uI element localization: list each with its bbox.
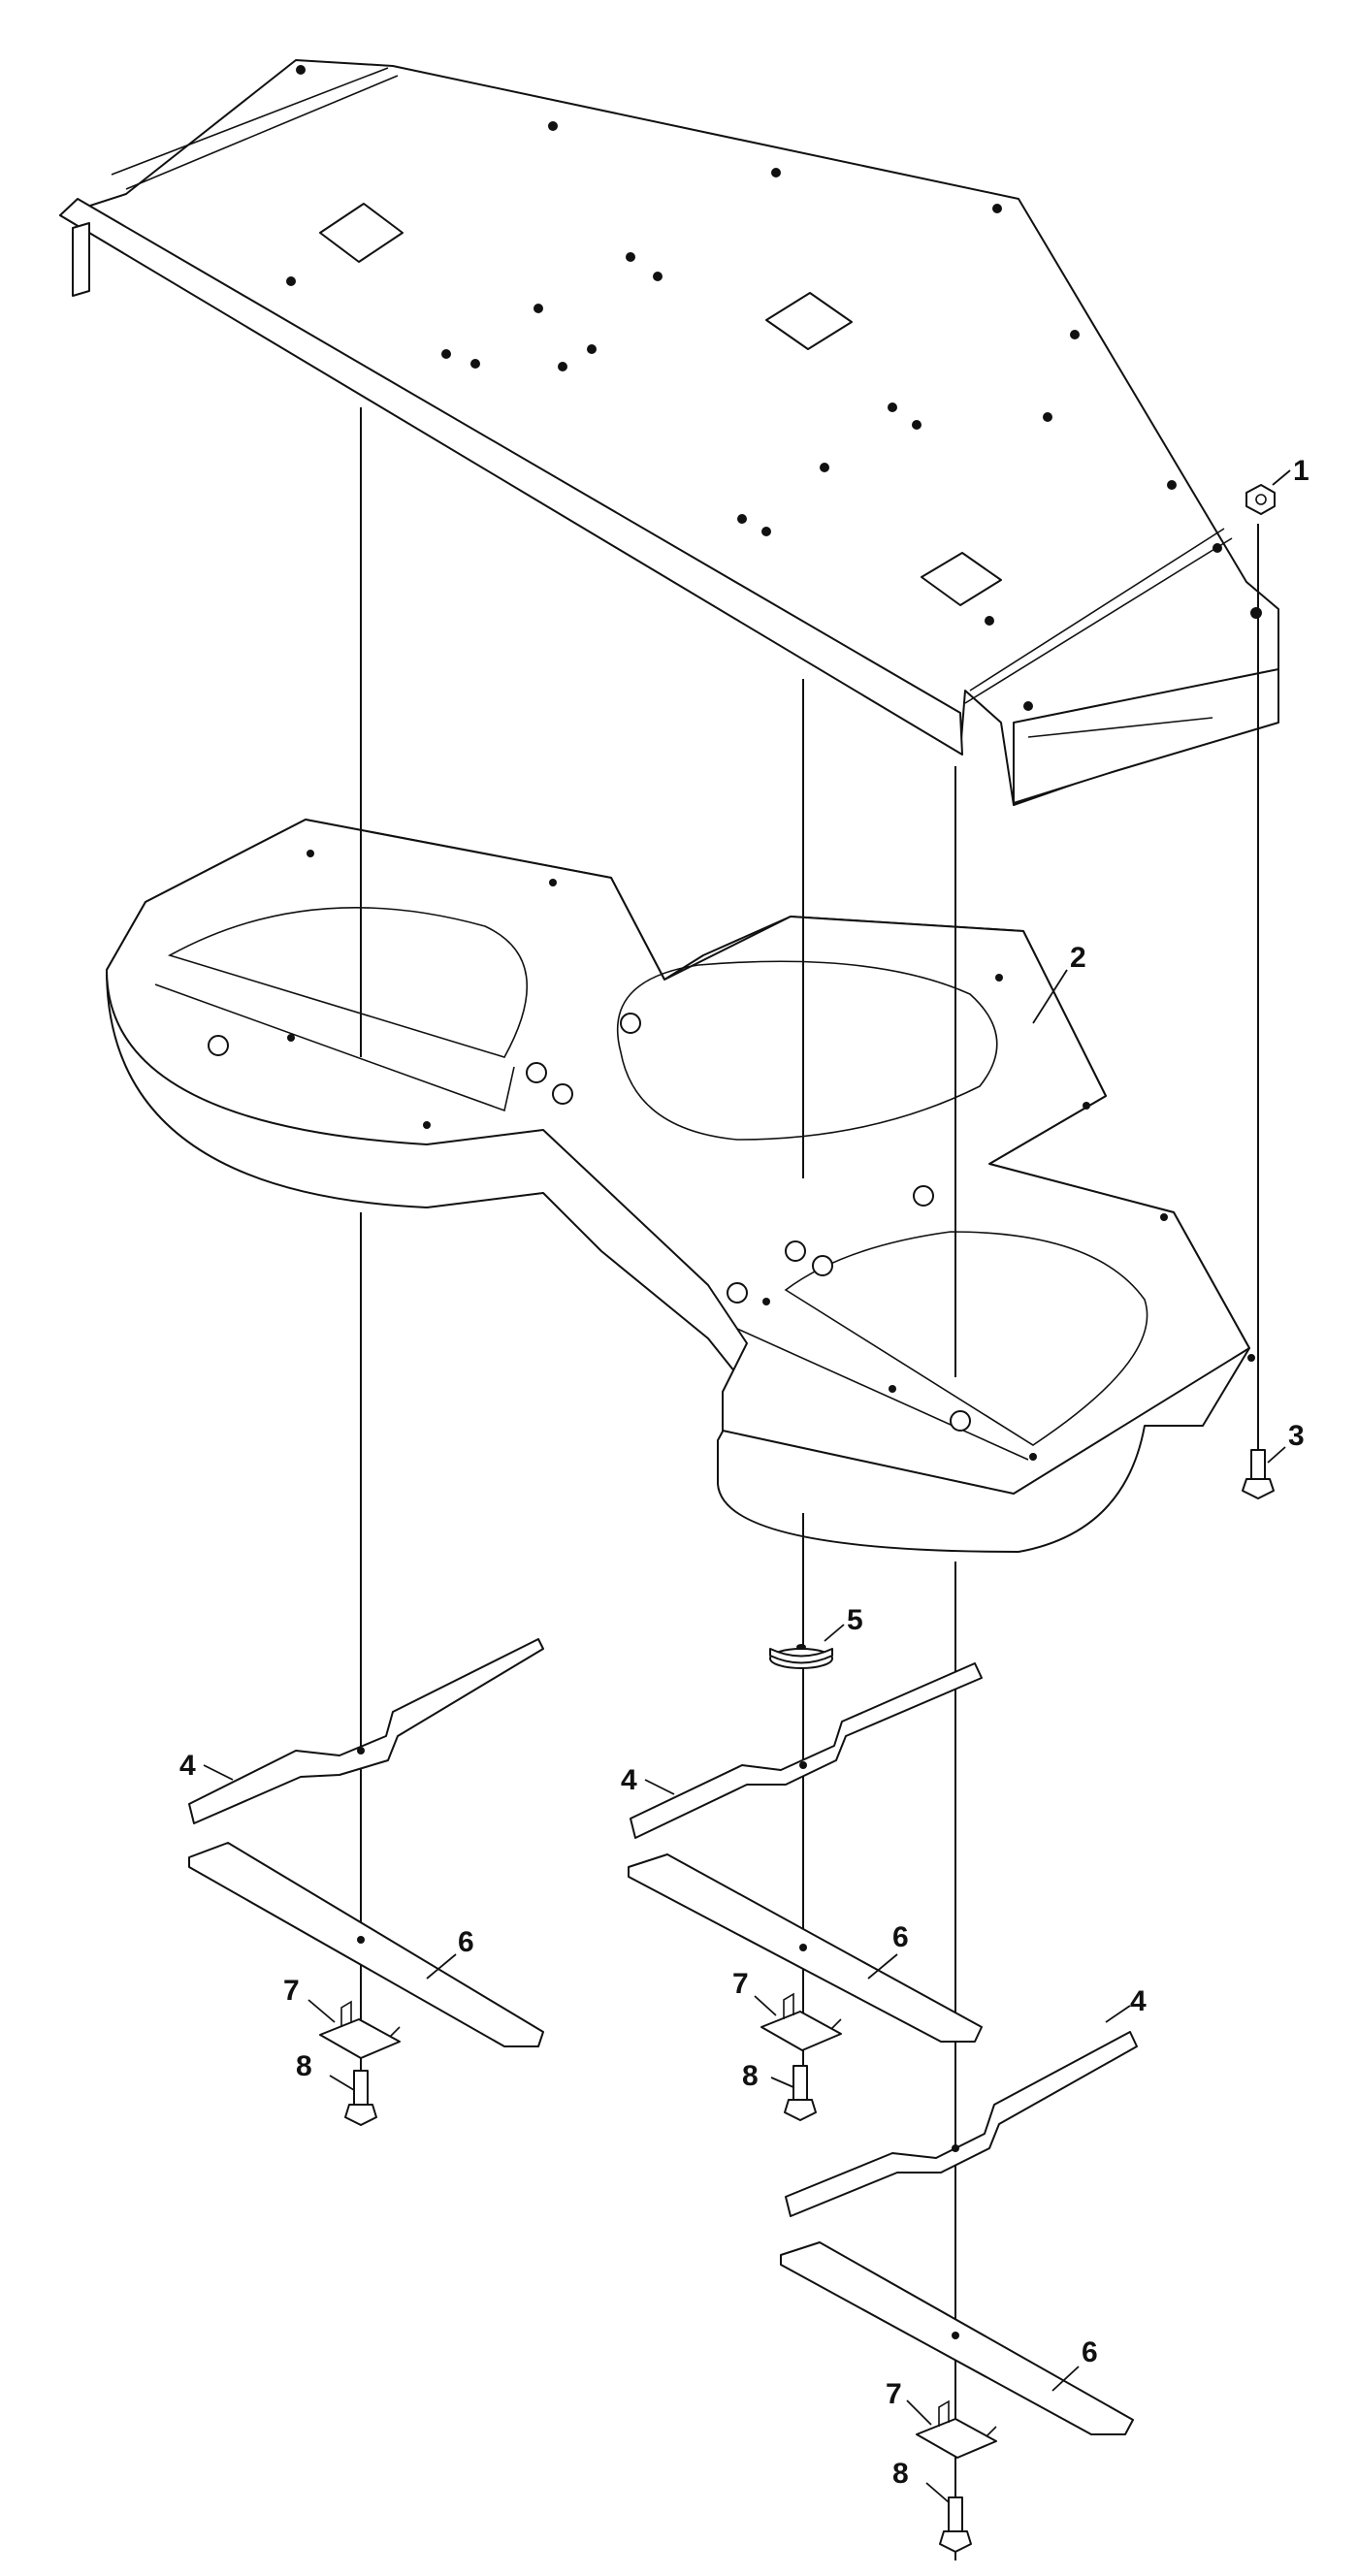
callout-group-2: 2 bbox=[1032, 942, 1086, 1024]
callout-8-center: 8 bbox=[742, 2060, 759, 2092]
center-opening bbox=[616, 960, 998, 1141]
blade-assembly-right: 4 6 7 8 bbox=[780, 1985, 1147, 2553]
callout-1: 1 bbox=[1293, 455, 1310, 487]
lift-blade-4 bbox=[785, 2031, 1138, 2217]
clip-7 bbox=[319, 2018, 401, 2059]
stud bbox=[208, 1035, 229, 1056]
square-cutout-left bbox=[319, 203, 404, 263]
callout-7-left: 7 bbox=[283, 1975, 300, 2007]
bolt-8 bbox=[353, 2070, 369, 2106]
nut-part-1: 1 bbox=[1245, 455, 1310, 515]
lift-blade-4 bbox=[188, 1638, 544, 1824]
clip-7 bbox=[760, 2011, 842, 2051]
callout-4-right: 4 bbox=[1130, 1985, 1147, 2017]
callout-4-center: 4 bbox=[621, 1764, 637, 1796]
right-opening bbox=[784, 1231, 1148, 1446]
square-cutout-right bbox=[921, 552, 1002, 606]
spacer-part-5: 5 bbox=[769, 1604, 863, 1669]
lift-blade-4 bbox=[630, 1662, 983, 1839]
mounting-plate bbox=[106, 819, 1255, 1553]
blade-6 bbox=[188, 1842, 544, 2047]
blade-assembly-left: 4 6 7 8 bbox=[179, 1638, 544, 2126]
blade-assembly-center: 4 6 7 8 bbox=[621, 1662, 983, 2121]
callout-6-right: 6 bbox=[1082, 2336, 1098, 2368]
callout-6-left: 6 bbox=[458, 1926, 474, 1958]
callout-6-center: 6 bbox=[892, 1921, 909, 1953]
assembly-axis-lines bbox=[360, 407, 1259, 2560]
callout-5: 5 bbox=[847, 1604, 863, 1636]
clip-7 bbox=[916, 2418, 997, 2459]
callout-4-left: 4 bbox=[179, 1750, 196, 1782]
callout-8-left: 8 bbox=[296, 2050, 312, 2082]
deck-top-plate bbox=[59, 59, 1279, 806]
left-opening bbox=[167, 907, 529, 1058]
callout-3: 3 bbox=[1288, 1420, 1305, 1452]
callout-7-right: 7 bbox=[886, 2378, 902, 2410]
bolt-part-3: 3 bbox=[1242, 1420, 1305, 1499]
callout-8-right: 8 bbox=[892, 2458, 909, 2490]
bolt-8 bbox=[792, 2065, 808, 2101]
callout-2: 2 bbox=[1070, 942, 1086, 974]
square-cutout-center bbox=[765, 292, 853, 350]
callout-7-center: 7 bbox=[732, 1968, 749, 2000]
bolt-8 bbox=[948, 2496, 963, 2532]
